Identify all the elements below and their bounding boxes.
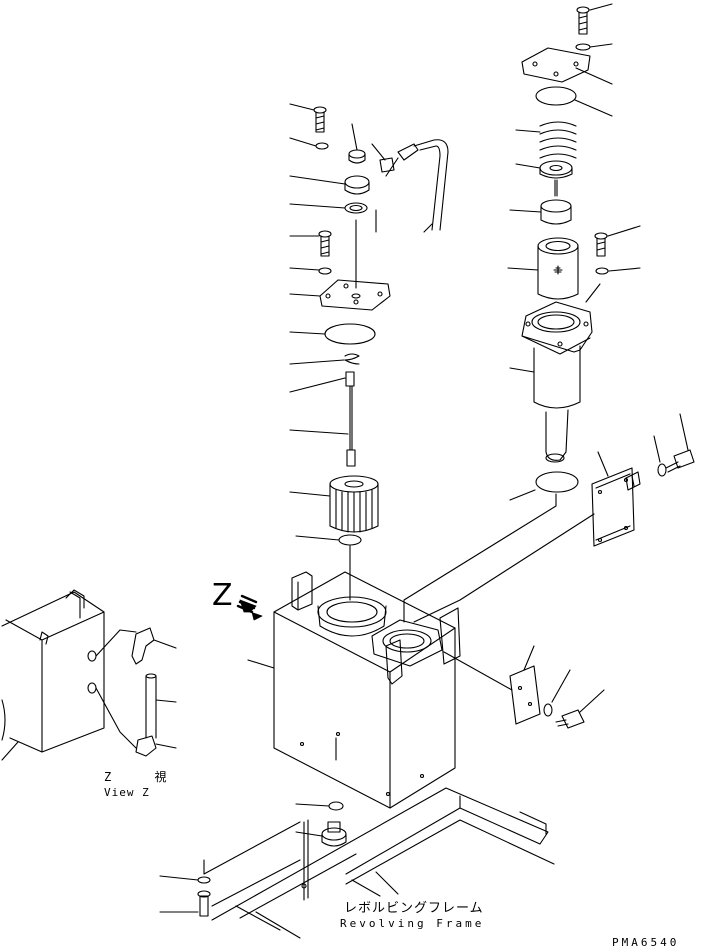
drain-plug-and-frame — [159, 787, 555, 939]
hydraulic-tank — [273, 571, 461, 809]
revolving-frame-japanese-label: レボルビングフレーム — [344, 901, 484, 916]
side-plate-assembly — [443, 645, 605, 729]
view-z-detail — [1, 589, 177, 761]
revolving-frame-english-label: Revolving Frame — [340, 917, 485, 930]
view-z-marker: Z — [212, 578, 233, 613]
return-filter-stack — [507, 3, 641, 501]
cover-plate-assembly — [591, 413, 695, 547]
suction-strainer-stack — [289, 103, 449, 601]
view-z-english-label: View Z — [104, 786, 150, 799]
pipe-routing-lines — [375, 209, 595, 623]
drawing-number: PMA6540 — [612, 936, 680, 949]
view-z-arrow-icon — [236, 594, 263, 621]
view-z-japanese-label: Z 視 — [104, 770, 185, 784]
